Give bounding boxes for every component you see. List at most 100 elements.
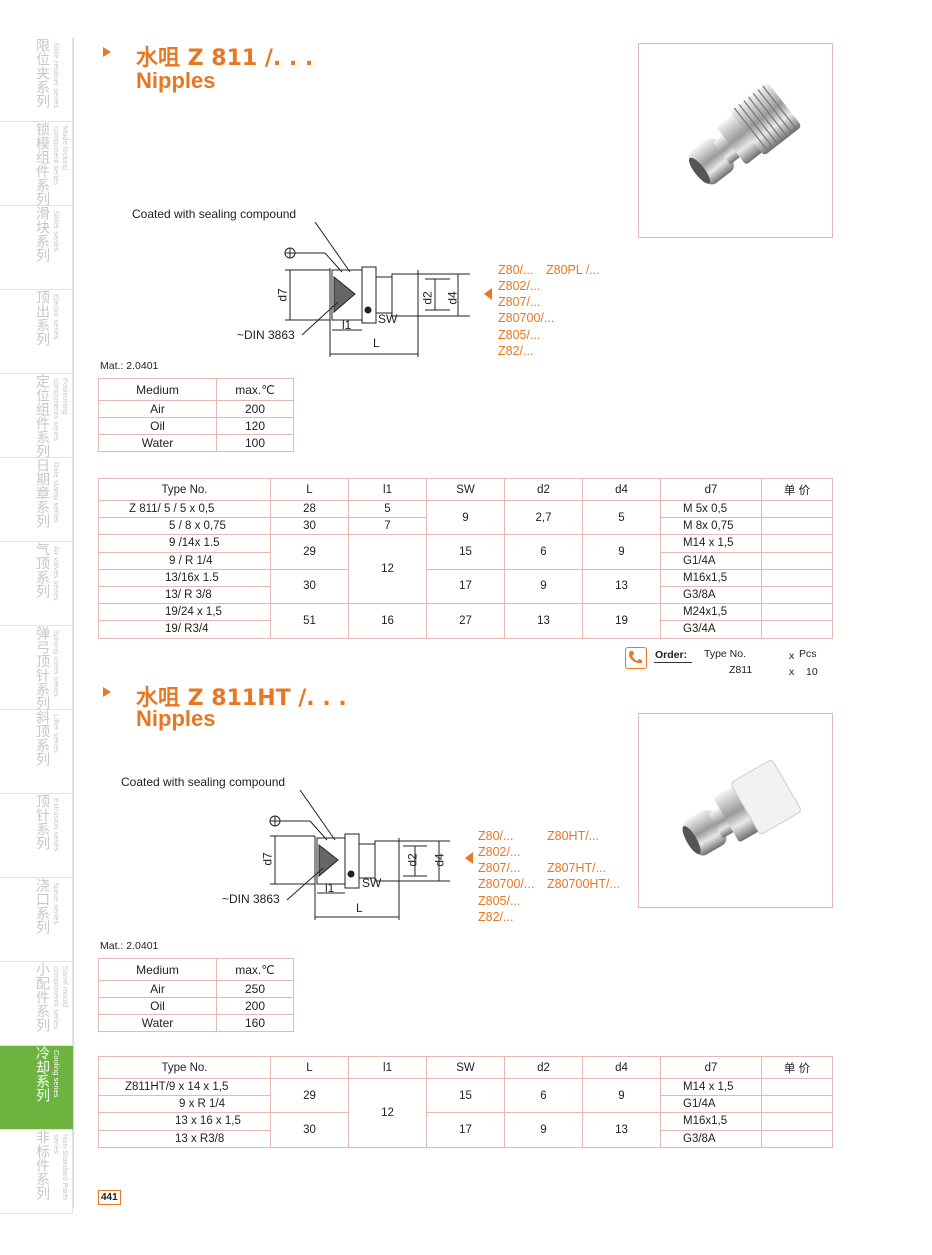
price-cell (761, 517, 833, 536)
order-type-box: Type No. (704, 648, 747, 660)
l1-cell: 7 (348, 517, 427, 536)
compatible-item: Z80PL /... (546, 263, 600, 277)
title-bullet-icon (103, 47, 111, 57)
order-pcs-box: Pcs (799, 648, 817, 660)
title-bullet-icon (103, 687, 111, 697)
col-header: SW (426, 1056, 505, 1079)
sidebar-tab-label-cn: 冷却系列 (34, 1046, 50, 1102)
d4-cell: 5 (582, 499, 661, 536)
compatible-item: Z807HT/... (547, 861, 607, 875)
col-header: d4 (582, 1056, 661, 1079)
type-cell: 13 x 16 x 1,5 (98, 1112, 271, 1131)
sidebar-tab-label-cn: 斜顶系列 (34, 710, 50, 766)
table-row: 9 /14x 1.5 29 12 15 6 9 M14 x 1,5 (98, 534, 833, 605)
arrow-left-icon (465, 852, 473, 864)
col-header: Type No. (98, 1056, 271, 1079)
din-label: ~DIN 3863 (237, 328, 295, 342)
col-header: d2 (504, 1056, 583, 1079)
sidebar-tab-label-en: Lifter series (52, 714, 61, 753)
col-header: L (270, 1056, 349, 1079)
dim-L-label: L (373, 336, 380, 350)
price-cell (761, 603, 833, 622)
d7-cell: M16x1,5 (660, 1112, 762, 1131)
medium-header: Medium (98, 378, 217, 401)
d4-cell: 19 (582, 603, 661, 639)
type-cell: 13/ R 3/8 (98, 585, 271, 605)
l1-cell: 12 (348, 1078, 427, 1148)
section1-title-cn: 水咀 Z 811 /. . . (136, 46, 314, 71)
table-row: 9 / R 1/4 G1/4A (98, 551, 833, 570)
type-cell: 5 / 8 x 0,75 (98, 517, 271, 536)
col-header: SW (426, 478, 505, 501)
d2-cell: 9 (504, 1112, 583, 1148)
type-cell: 9 / R 1/4 (98, 551, 271, 570)
col-header: L (270, 478, 349, 501)
type-cell: 9 /14x 1.5 (98, 534, 271, 553)
col-header: Type No. (98, 478, 271, 501)
sw-cell: 17 (426, 1112, 505, 1148)
sidebar-tab-label-cn: 顶出系列 (34, 290, 50, 346)
medium-cell: Water (98, 1014, 217, 1032)
price-cell (761, 1129, 833, 1148)
dim-d7-label: d7 (275, 288, 290, 302)
d2-cell: 2,7 (504, 499, 583, 536)
dim-l1-label: l1 (325, 881, 335, 895)
sidebar-tab-label-cn: 浇口系列 (34, 878, 50, 934)
compatible-item: Z807/... (478, 861, 521, 875)
price-cell (761, 1077, 833, 1097)
sidebar-tab-label-en: Sprue series (52, 882, 61, 925)
d7-cell: M14 x 1,5 (660, 534, 762, 553)
price-cell (761, 534, 833, 553)
sw-cell: 15 (426, 1077, 505, 1114)
col-header: l1 (348, 478, 427, 501)
technical-drawing-z811ht (269, 790, 450, 920)
price-cell (761, 1095, 833, 1114)
d4-cell: 13 (582, 1112, 661, 1148)
compatible-item: Z80700/... (478, 877, 535, 891)
L-cell: 28 (270, 499, 349, 519)
l1-cell: 16 (348, 603, 427, 639)
table-row: 13 x 16 x 1,5 30 17 9 13 M16x1,5 (98, 1112, 833, 1148)
table-row: 13 x R3/8 G3/8A (98, 1129, 833, 1148)
type-cell: 13 x R3/8 (98, 1129, 271, 1148)
dim-d4-label: d4 (445, 291, 460, 305)
col-header: d7 (660, 1056, 762, 1079)
medium-cell: Air (98, 980, 217, 998)
medium-cell: Oil (98, 997, 217, 1015)
sw-cell: 15 (426, 534, 505, 570)
sidebar-tab-label-en: Date stamp series (52, 462, 61, 523)
table-row: 13/16x 1.5 30 17 9 13 M16x1,5 (98, 568, 833, 605)
compatible-item: Z82/... (498, 344, 534, 358)
sidebar-tab-label-cn: 顶针系列 (34, 794, 50, 850)
sw-cell: 17 (426, 568, 505, 605)
table-row: Z811HT/9 x 14 x 1,5 29 12 15 6 9 M14 x 1… (98, 1077, 833, 1148)
sidebar-divider (73, 38, 74, 1208)
d7-cell: M 5x 0,5 (660, 499, 762, 519)
compatible-item: Z80700/... (498, 311, 555, 325)
d2-cell: 6 (504, 1077, 583, 1114)
d7-cell: G3/8A (660, 1129, 762, 1148)
sidebar-tab-label-cn: 气顶系列 (34, 542, 50, 598)
d7-cell: G1/4A (660, 551, 762, 570)
d7-cell: M16x1,5 (660, 568, 762, 587)
coated-label: Coated with sealing compound (121, 775, 286, 789)
sidebar-tab-label-cn: 弹弓顶针系列 (34, 626, 50, 710)
phone-icon (625, 647, 647, 669)
temp-cell: 200 (216, 400, 294, 418)
